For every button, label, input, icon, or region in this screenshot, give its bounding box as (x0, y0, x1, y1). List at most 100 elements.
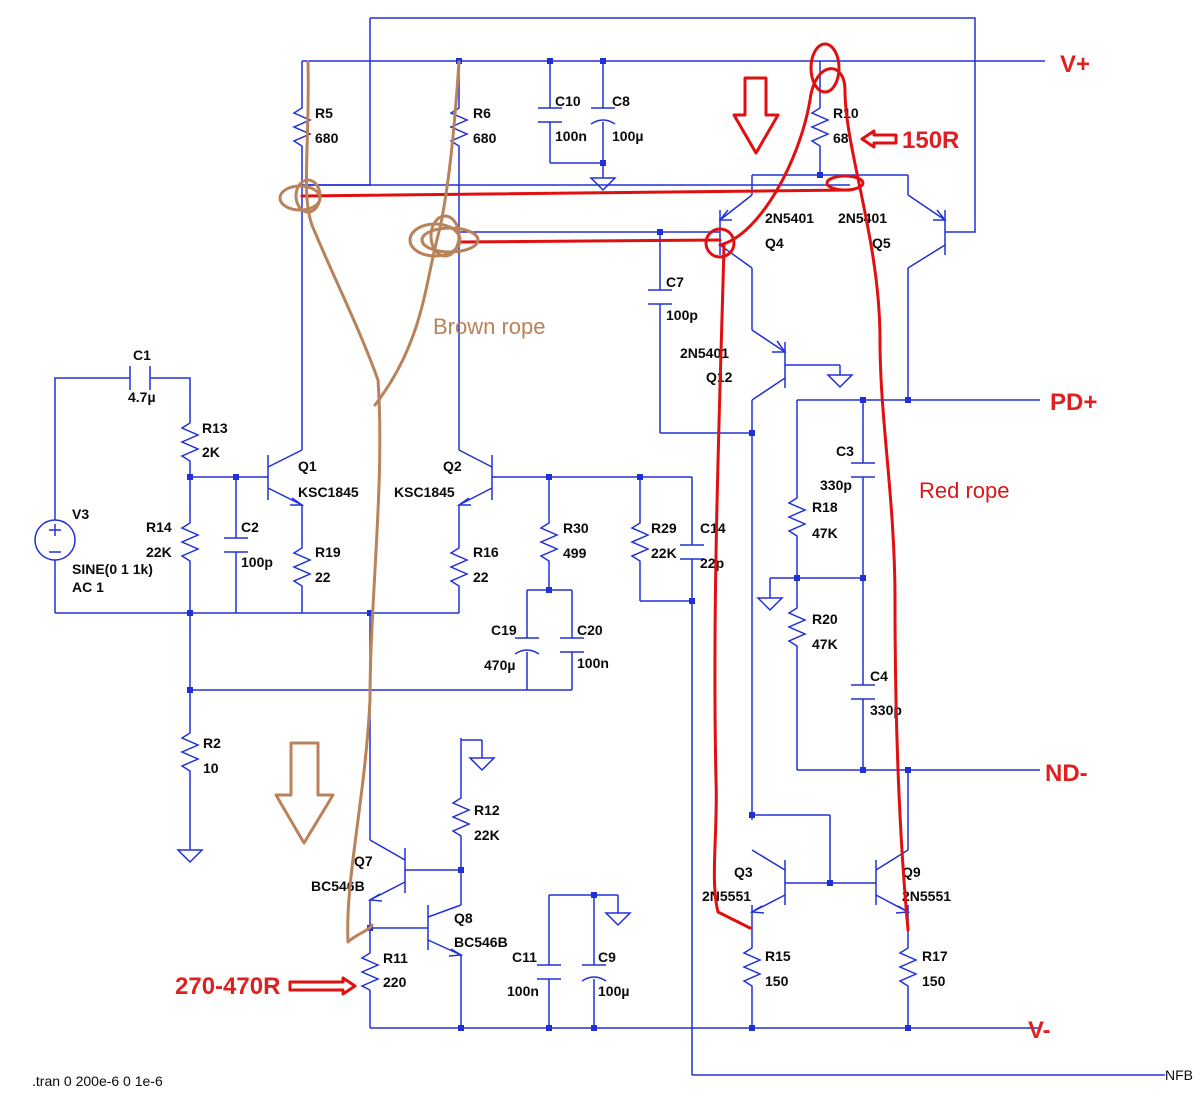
label-r19-value: 22 (315, 569, 331, 585)
label-r15-value: 150 (765, 973, 789, 989)
red-down-arrow (732, 76, 780, 155)
label-r6-name: R6 (473, 105, 491, 121)
label-c19-name: C19 (491, 622, 517, 638)
resistors (180, 100, 918, 991)
label-q9-type: 2N5551 (902, 888, 951, 904)
transistor-q2 (456, 449, 493, 506)
label-r29-value: 22K (651, 545, 677, 561)
label-v3-name: V3 (72, 506, 89, 522)
label-c10-name: C10 (555, 93, 581, 109)
transistor-q5 (907, 194, 947, 269)
label-c8-value: 100µ (612, 128, 643, 144)
brown-rope-right (373, 60, 461, 407)
label-q2-type: KSC1845 (394, 484, 455, 500)
label-q3-name: Q3 (734, 864, 753, 880)
rail-ndminus-label: ND- (1045, 760, 1088, 787)
brown-rope-left (304, 60, 382, 944)
label-c8-name: C8 (612, 93, 630, 109)
label-c11-value: 100n (507, 983, 539, 999)
label-r19-name: R19 (315, 544, 341, 560)
transistor-q8 (427, 904, 464, 957)
label-r30-value: 499 (563, 545, 587, 561)
label-q3-type: 2N5551 (702, 888, 751, 904)
label-r2-name: R2 (203, 735, 221, 751)
label-r14-value: 22K (146, 544, 172, 560)
resistor-r5 (292, 100, 312, 150)
capacitor-c20 (560, 637, 584, 653)
capacitor-c7 (648, 289, 672, 305)
label-c11-name: C11 (512, 949, 537, 965)
capacitor-c4 (851, 684, 875, 700)
r10-arrow (860, 129, 898, 149)
label-r13-value: 2K (202, 444, 220, 460)
label-c1-name: C1 (133, 347, 151, 363)
label-r2-value: 10 (203, 760, 219, 776)
label-q2-name: Q2 (443, 458, 462, 474)
label-q8-type: BC546B (454, 934, 508, 950)
resistor-r11 (360, 945, 380, 991)
transistors (267, 194, 947, 957)
label-c2-name: C2 (241, 519, 259, 535)
label-r18-name: R18 (812, 499, 838, 515)
sim-command: .tran 0 200e-6 0 1e-6 (32, 1073, 163, 1089)
label-q1-name: Q1 (298, 458, 317, 474)
label-r6-value: 680 (473, 130, 497, 146)
label-q9-name: Q9 (902, 864, 921, 880)
r11-suggestion: 270-470R (175, 973, 280, 1000)
rail-labels: V+ PD+ ND- V- NFB .tran 0 200e-6 0 1e-6 (32, 51, 1193, 1089)
label-r5-name: R5 (315, 105, 333, 121)
label-q7-type: BC546B (311, 878, 365, 894)
transistor-q1 (267, 449, 305, 506)
red-rope-label: Red rope (919, 478, 1010, 503)
label-r30-name: R30 (563, 520, 589, 536)
label-c3-value: 330p (820, 477, 852, 493)
capacitor-c14 (680, 544, 704, 560)
capacitor-c19 (514, 637, 540, 655)
resistor-r29 (630, 515, 650, 565)
r10-suggestion: 150R (902, 127, 959, 154)
label-q5-type: 2N5401 (838, 210, 887, 226)
label-q4-name: Q4 (765, 235, 784, 251)
label-q1-type: KSC1845 (298, 484, 359, 500)
rail-vminus-label: V- (1028, 1017, 1051, 1044)
resistor-r12 (451, 790, 471, 845)
capacitor-c11 (537, 964, 561, 980)
label-r5-value: 680 (315, 130, 339, 146)
ground-symbols (176, 177, 854, 927)
component-labels: R5 680 R6 680 C10 100n C8 100µ R10 68 2N… (72, 93, 951, 999)
label-r17-name: R17 (922, 948, 948, 964)
label-c7-name: C7 (666, 274, 684, 290)
label-c14-name: C14 (700, 520, 726, 536)
junction-dots (187, 58, 911, 1031)
label-r15-name: R15 (765, 948, 791, 964)
label-c14-value: 22p (700, 555, 724, 571)
rail-nfb-label: NFB (1165, 1067, 1193, 1083)
capacitors (129, 107, 875, 982)
label-r14-name: R14 (146, 519, 172, 535)
voltage-source-v3 (34, 519, 76, 561)
brown-down-arrow (274, 741, 335, 845)
label-q5-name: Q5 (872, 235, 891, 251)
label-c4-value: 330p (870, 702, 902, 718)
capacitor-c3 (851, 462, 875, 478)
label-r11-name: R11 (383, 950, 408, 966)
label-r10-value: 68 (833, 130, 849, 146)
label-q4-type: 2N5401 (765, 210, 814, 226)
label-v3-line1: SINE(0 1 1k) (72, 561, 153, 577)
label-q8-name: Q8 (454, 910, 473, 926)
label-r20-value: 47K (812, 636, 838, 652)
resistor-r19 (292, 540, 312, 590)
capacitor-c1 (129, 366, 151, 390)
resistor-r18 (787, 490, 807, 545)
red-rope-loop (718, 67, 910, 932)
resistor-r2 (180, 725, 200, 775)
label-q7-name: Q7 (354, 853, 373, 869)
label-r16-name: R16 (473, 544, 499, 560)
label-r18-value: 47K (812, 525, 838, 541)
resistor-r15 (742, 940, 762, 990)
label-r12-name: R12 (474, 802, 500, 818)
red-rope-link-upper (300, 188, 852, 198)
capacitor-c8 (590, 107, 616, 125)
label-c7-value: 100p (666, 307, 698, 323)
